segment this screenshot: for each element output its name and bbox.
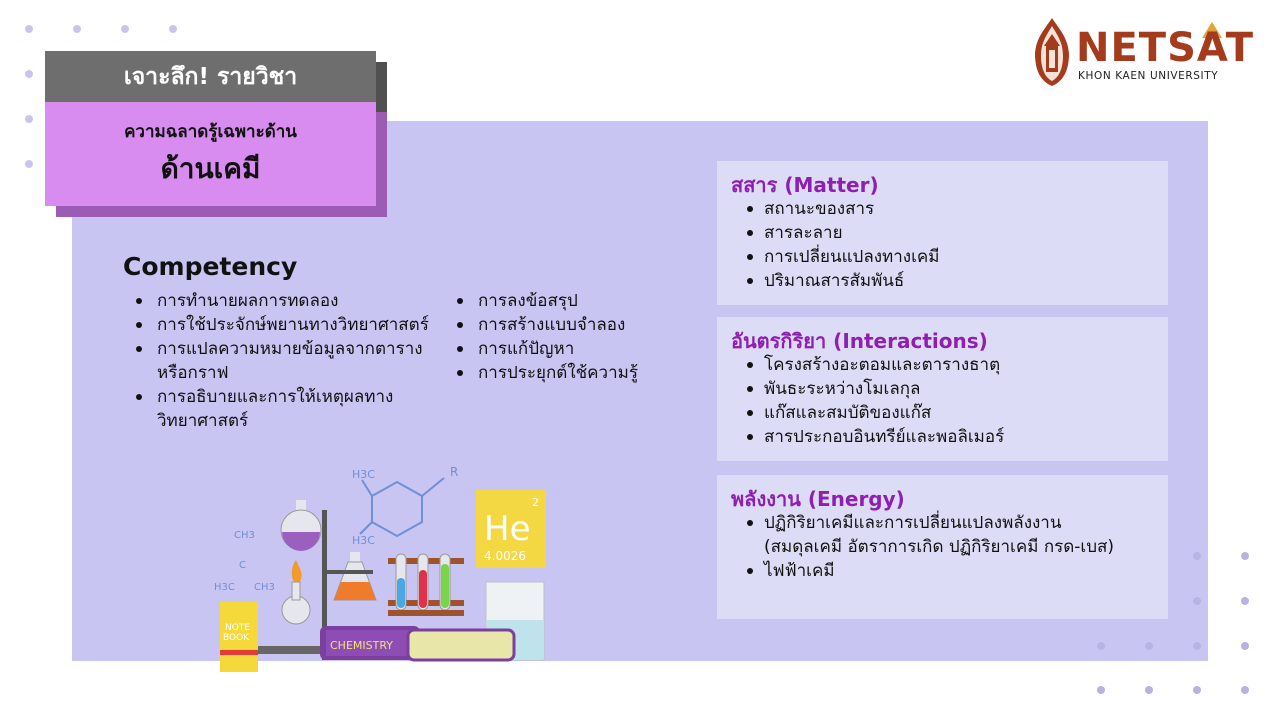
notebook-icon (220, 602, 258, 672)
header-tag: เจาะลึก! รายวิชา (45, 51, 376, 102)
round-flask-icon (280, 500, 322, 551)
header-subtitle: ความฉลาดรู้เฉพาะด้าน (124, 121, 297, 142)
competency-item: การอธิบายและการให้เหตุผลทาง วิทยาศาสตร์ (124, 385, 444, 433)
element-symbol: He (484, 509, 530, 549)
burner-icon (281, 560, 311, 625)
molecule-label: CH3 (234, 530, 255, 541)
molecule-label: H3C (352, 468, 375, 481)
topic-item: แก๊สและสมบัติของแก๊ส (739, 401, 1159, 425)
molecule-label: C (239, 560, 246, 571)
topic-item: ปริมาณสารสัมพันธ์ (739, 269, 1159, 293)
molecule-label: H3C (352, 534, 375, 547)
competency-list-right: การลงข้อสรุป การสร้างแบบจำลอง การแก้ปัญห… (445, 289, 705, 385)
erlenmeyer-flask-icon (327, 552, 377, 601)
competency-item: การลงข้อสรุป (445, 289, 705, 313)
test-tube-rack-icon (388, 553, 464, 616)
atomic-number: 2 (532, 496, 539, 509)
topic-item: การเปลี่ยนแปลงทางเคมี (739, 245, 1159, 269)
topic-list: ปฏิกิริยาเคมีและการเปลี่ยนแปลงพลังงาน (ส… (739, 511, 1159, 583)
notebook-label: NOTE (225, 623, 250, 633)
topic-title: อันตรกิริยา (Interactions) (731, 329, 988, 353)
topic-list: สถานะของสาร สารละลาย การเปลี่ยนแปลงทางเค… (739, 197, 1159, 293)
competency-item: การทำนายผลการทดลอง (124, 289, 444, 313)
competency-item: การสร้างแบบจำลอง (445, 313, 705, 337)
topic-item: พันธะระหว่างโมเลกุล (739, 377, 1159, 401)
molecule-icon (359, 477, 445, 538)
molecule-label: H3C (214, 582, 235, 593)
competency-item: การประยุกต์ใช้ความรู้ (445, 361, 705, 385)
topic-box-energy: พลังงาน (Energy) ปฏิกิริยาเคมีและการเปลี… (717, 475, 1168, 619)
stand-base (258, 646, 378, 654)
topic-item: สารประกอบอินทรีย์และพอลิเมอร์ (739, 425, 1159, 449)
topic-item: สถานะของสาร (739, 197, 1159, 221)
topic-title: พลังงาน (Energy) (731, 487, 905, 511)
logo-wordmark: NETSAT (1076, 25, 1255, 71)
chemistry-illustration: H3C H3C R CH3 C H3C CH3 He 2 4.0026 (214, 465, 546, 672)
molecule-label: R (450, 465, 458, 479)
competency-item: การแปลความหมายข้อมูลจากตาราง หรือกราฟ (124, 337, 444, 385)
topic-item: สารละลาย (739, 221, 1159, 245)
topic-box-matter: สสาร (Matter) สถานะของสาร สารละลาย การเป… (717, 161, 1168, 305)
header-title-card: ความฉลาดรู้เฉพาะด้าน ด้านเคมี (45, 102, 376, 206)
competency-item: การแก้ปัญหา (445, 337, 705, 361)
topic-list: โครงสร้างอะตอมและตารางธาตุ พันธะระหว่างโ… (739, 353, 1159, 449)
stand-pole (322, 510, 327, 660)
book-label: CHEMISTRY (330, 639, 393, 652)
topic-item: ไฟฟ้าเคมี (739, 559, 1159, 583)
competency-list-left: การทำนายผลการทดลอง การใช้ประจักษ์พยานทาง… (124, 289, 444, 433)
university-seal-icon (1035, 18, 1222, 86)
helium-card (476, 490, 546, 568)
molecule-label: CH3 (254, 582, 275, 593)
topic-item: ปฏิกิริยาเคมีและการเปลี่ยนแปลงพลังงาน (ส… (739, 511, 1159, 559)
topic-box-interactions: อันตรกิริยา (Interactions) โครงสร้างอะตอ… (717, 317, 1168, 461)
competency-title: Competency (123, 252, 298, 281)
atomic-mass: 4.0026 (484, 549, 526, 563)
topic-item: โครงสร้างอะตอมและตารางธาตุ (739, 353, 1159, 377)
page-title: ด้านเคมี (160, 151, 261, 185)
competency-item: การใช้ประจักษ์พยานทางวิทยาศาสตร์ (124, 313, 444, 337)
books-icon (320, 626, 516, 662)
logo-university: KHON KAEN UNIVERSITY (1078, 70, 1219, 82)
topic-title: สสาร (Matter) (731, 173, 879, 197)
notebook-label: BOOK (223, 633, 250, 643)
